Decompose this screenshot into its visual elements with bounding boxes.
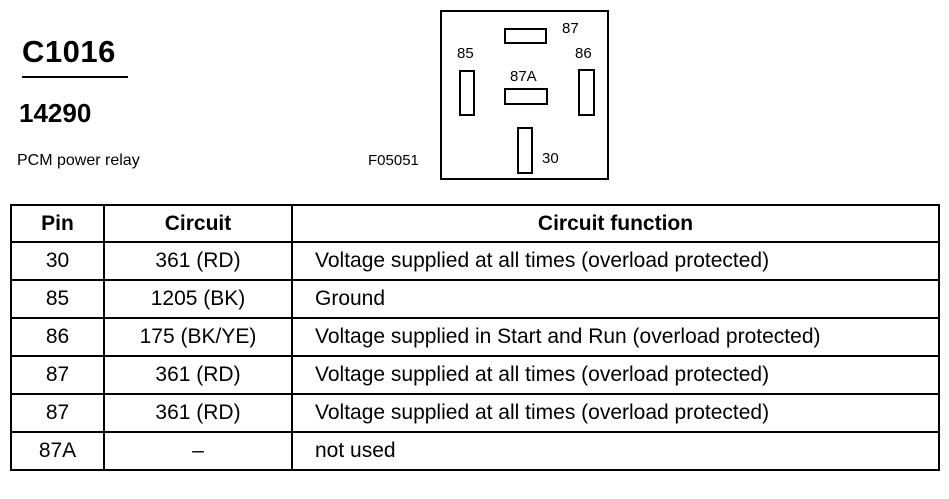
table-row: 30 361 (RD) Voltage supplied at all time… [10, 241, 940, 281]
pin-cell: 85 [10, 279, 105, 319]
figure-id: F05051 [368, 152, 419, 169]
circuit-function-cell: Ground [291, 279, 940, 319]
terminal-87-label: 87 [562, 20, 579, 37]
terminal-87a [504, 88, 548, 105]
circuit-cell: 1205 (BK) [103, 279, 293, 319]
terminal-86 [578, 69, 595, 116]
column-header-pin: Pin [10, 204, 105, 243]
terminal-30 [517, 127, 533, 174]
table-row: 86 175 (BK/YE) Voltage supplied in Start… [10, 317, 940, 357]
connector-description: PCM power relay [17, 152, 140, 169]
pin-cell: 87A [10, 431, 105, 471]
connector-id-underline [22, 76, 128, 78]
terminal-86-label: 86 [575, 45, 592, 62]
circuit-cell: 361 (RD) [103, 241, 293, 281]
circuit-function-cell: Voltage supplied at all times (overload … [291, 393, 940, 433]
circuit-function-cell: Voltage supplied in Start and Run (overl… [291, 317, 940, 357]
terminal-30-label: 30 [542, 150, 559, 167]
circuit-function-cell: Voltage supplied at all times (overload … [291, 355, 940, 395]
pin-cell: 87 [10, 393, 105, 433]
circuit-function-cell: Voltage supplied at all times (overload … [291, 241, 940, 281]
pinout-table: Pin Circuit Circuit function 30 361 (RD)… [10, 204, 940, 471]
circuit-cell: 361 (RD) [103, 355, 293, 395]
pin-cell: 30 [10, 241, 105, 281]
terminal-85 [459, 70, 475, 116]
table-header-row: Pin Circuit Circuit function [10, 204, 940, 243]
circuit-cell: 361 (RD) [103, 393, 293, 433]
column-header-circuit: Circuit [103, 204, 293, 243]
circuit-function-cell: not used [291, 431, 940, 471]
pin-cell: 86 [10, 317, 105, 357]
terminal-85-label: 85 [457, 45, 474, 62]
table-row: 85 1205 (BK) Ground [10, 279, 940, 319]
terminal-87 [504, 28, 547, 44]
table-row: 87 361 (RD) Voltage supplied at all time… [10, 393, 940, 433]
part-number: 14290 [19, 98, 92, 128]
table-row: 87A – not used [10, 431, 940, 471]
relay-diagram: 87 85 86 87A 30 [440, 10, 609, 180]
terminal-87a-label: 87A [510, 68, 537, 85]
column-header-circuit-function: Circuit function [291, 204, 940, 243]
circuit-cell: – [103, 431, 293, 471]
table-row: 87 361 (RD) Voltage supplied at all time… [10, 355, 940, 395]
connector-id: C1016 [22, 34, 116, 69]
pin-cell: 87 [10, 355, 105, 395]
circuit-cell: 175 (BK/YE) [103, 317, 293, 357]
